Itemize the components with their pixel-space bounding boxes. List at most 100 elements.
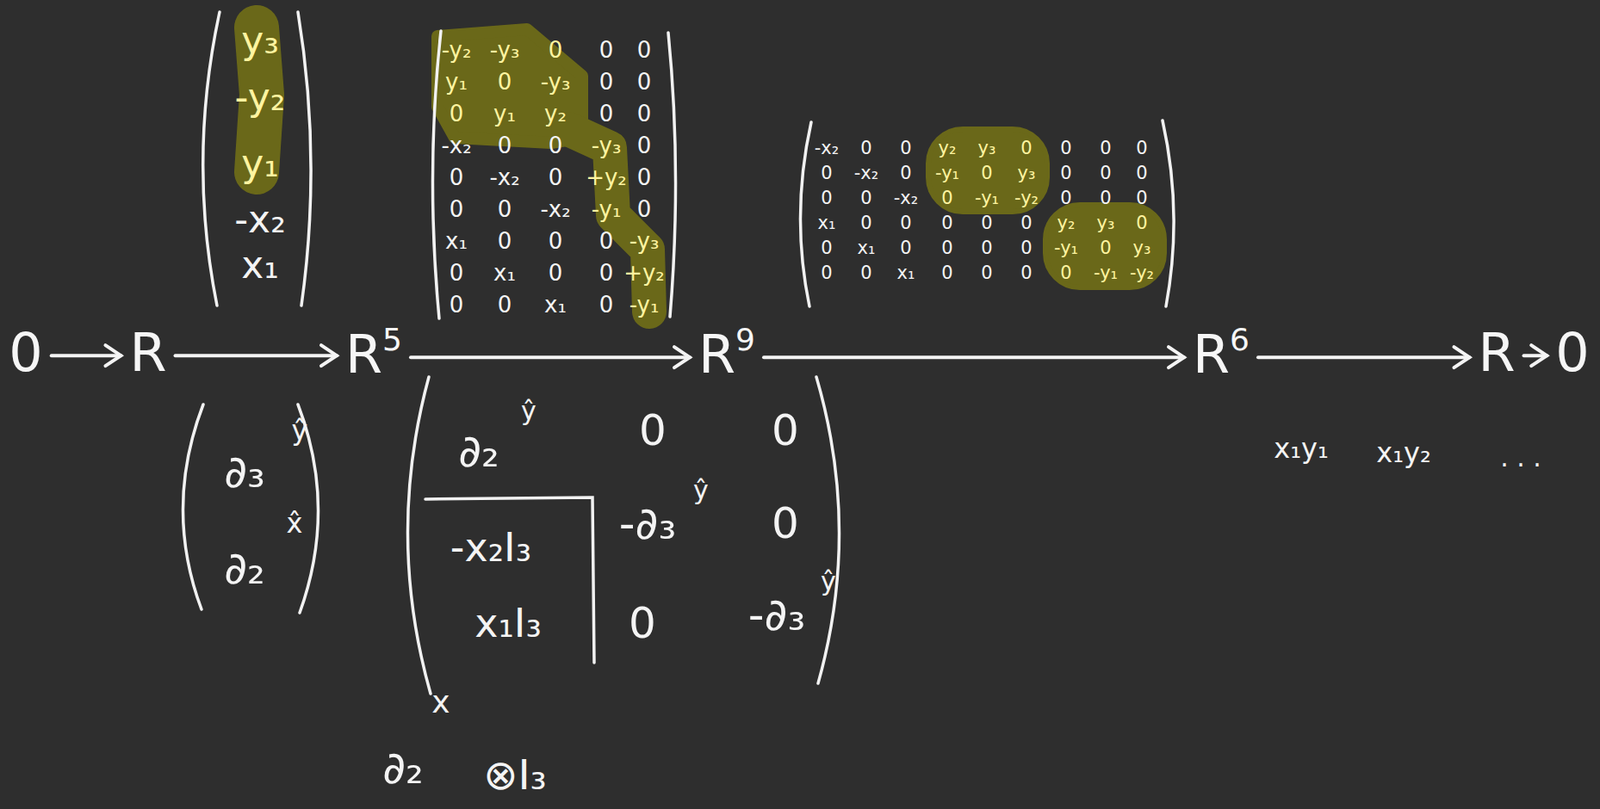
matrix-entry: 0: [449, 293, 465, 317]
matrix-entry: 0: [637, 134, 652, 157]
matrix-entry: 0: [899, 164, 912, 183]
map-arrow: [1524, 345, 1548, 366]
matrix-entry: y₁: [445, 70, 468, 94]
matrix-entry: -y₁: [974, 189, 999, 208]
matrix-entry: 0: [980, 264, 993, 283]
matrix-entry: 0: [497, 70, 513, 94]
matrix-entry: -y₂: [235, 78, 286, 117]
matrix-entry: 0: [1060, 189, 1072, 208]
matrix-entry: ∂₃: [223, 449, 266, 495]
paren: [1162, 120, 1174, 307]
matrix-entry: -y₂: [1129, 264, 1154, 283]
bracket: [668, 32, 676, 317]
module-node: R: [129, 326, 167, 380]
matrix-entry: 0: [820, 189, 832, 208]
rank-exponent: 6: [1229, 322, 1250, 358]
matrix-entry: +y₂: [623, 261, 665, 285]
matrix-entry: 0: [497, 198, 513, 221]
matrix-entry: x₁: [897, 264, 916, 283]
paren: [407, 377, 431, 695]
module-node: 0: [8, 326, 43, 380]
matrix-entry: -y₁: [1054, 239, 1079, 258]
matrix-entry: 0: [1099, 189, 1111, 208]
matrix-entry: 0: [1135, 214, 1148, 233]
matrix-entry: ŷ: [820, 569, 837, 596]
matrix-entry: 0: [860, 189, 872, 208]
matrix-entry: 0: [548, 166, 564, 189]
matrix-entry: -y₁: [591, 198, 622, 221]
matrix-entry: -y₁: [629, 293, 660, 317]
matrix-entry: 0: [449, 166, 465, 189]
matrix-entry: 0: [497, 229, 513, 253]
matrix-entry: -x₂: [539, 198, 571, 221]
paren: [182, 404, 204, 610]
matrix-entry: -y₃: [489, 38, 521, 62]
matrix-entry: 0: [1020, 239, 1032, 258]
module-node: R: [1477, 326, 1515, 380]
map-arrow: [51, 345, 122, 366]
highlight: [928, 129, 1048, 212]
matrix-entry: 0: [771, 409, 800, 453]
module-name: R: [129, 321, 167, 385]
matrix-entry: -y₁: [935, 164, 960, 183]
matrix-entry: 0: [980, 164, 993, 183]
module-name: 0: [1555, 321, 1589, 385]
matrix-entry: x₁: [493, 261, 516, 285]
matrix-entry: -x₂: [893, 189, 918, 208]
matrix-entry: x̂: [286, 509, 304, 538]
matrix-entry: 0: [449, 261, 465, 285]
matrix-entry: 0: [1135, 139, 1148, 158]
module-node: R9: [698, 324, 756, 382]
matrix-entry: +y₂: [585, 166, 627, 189]
matrix-entry: 0: [548, 38, 564, 62]
matrix-entry: 0: [771, 502, 800, 546]
rank-exponent: 9: [735, 322, 756, 358]
matrix-entry: 0: [1135, 189, 1148, 208]
matrix-entry: 0: [599, 70, 614, 94]
rank-exponent: 5: [382, 322, 403, 358]
matrix-entry: 0: [599, 38, 614, 62]
matrix-entry: 0: [1020, 139, 1032, 158]
module-name: R: [1192, 322, 1230, 386]
paren: [800, 122, 812, 307]
matrix-entry: 0: [548, 229, 564, 253]
matrix-entry: 0: [638, 409, 667, 453]
matrix-entry: -y₃: [629, 229, 660, 253]
matrix-entry: 0: [860, 264, 872, 283]
matrix-entry: y₂: [938, 139, 957, 158]
matrix-entry: y₃: [1017, 164, 1036, 183]
module-node: 0: [1555, 326, 1589, 380]
matrix-entry: 0: [1135, 164, 1148, 183]
matrix-entry: ⊗I₃: [483, 754, 547, 796]
matrix-entry: -y₃: [591, 134, 622, 157]
matrix-entry: -y₂: [441, 38, 472, 62]
matrix-entry: x₁I₃: [474, 603, 542, 644]
matrix-entry: 0: [1060, 139, 1072, 158]
matrix-entry: y₃: [1133, 239, 1152, 258]
matrix-entry: -∂₃: [619, 501, 677, 546]
matrix-entry: x₁: [818, 214, 837, 233]
matrix-entry: 0: [1099, 139, 1111, 158]
matrix-entry: 0: [599, 229, 614, 253]
matrix-entry: y₃: [978, 139, 997, 158]
matrix-entry: ŷ: [693, 477, 709, 504]
module-node: R5: [345, 324, 403, 382]
map-arrow: [763, 347, 1185, 368]
matrix-entry: 0: [899, 139, 912, 158]
module-name: R: [698, 322, 736, 386]
matrix-entry: 0: [497, 293, 513, 317]
matrix-entry: y₁: [241, 144, 280, 183]
matrix-entry: ŷ: [520, 398, 537, 425]
matrix-entry: -y₁: [1093, 264, 1118, 283]
matrix-entry: 0: [1060, 164, 1072, 183]
matrix-entry: 0: [820, 239, 832, 258]
module-name: R: [1477, 321, 1515, 385]
matrix-entry: 0: [637, 198, 652, 221]
matrix-entry: 0: [941, 214, 953, 233]
matrix-entry: ŷ: [291, 416, 309, 445]
module-name: 0: [8, 321, 43, 385]
matrix-entry: -y₃: [540, 70, 571, 94]
matrix-entry: 0: [1099, 164, 1111, 183]
